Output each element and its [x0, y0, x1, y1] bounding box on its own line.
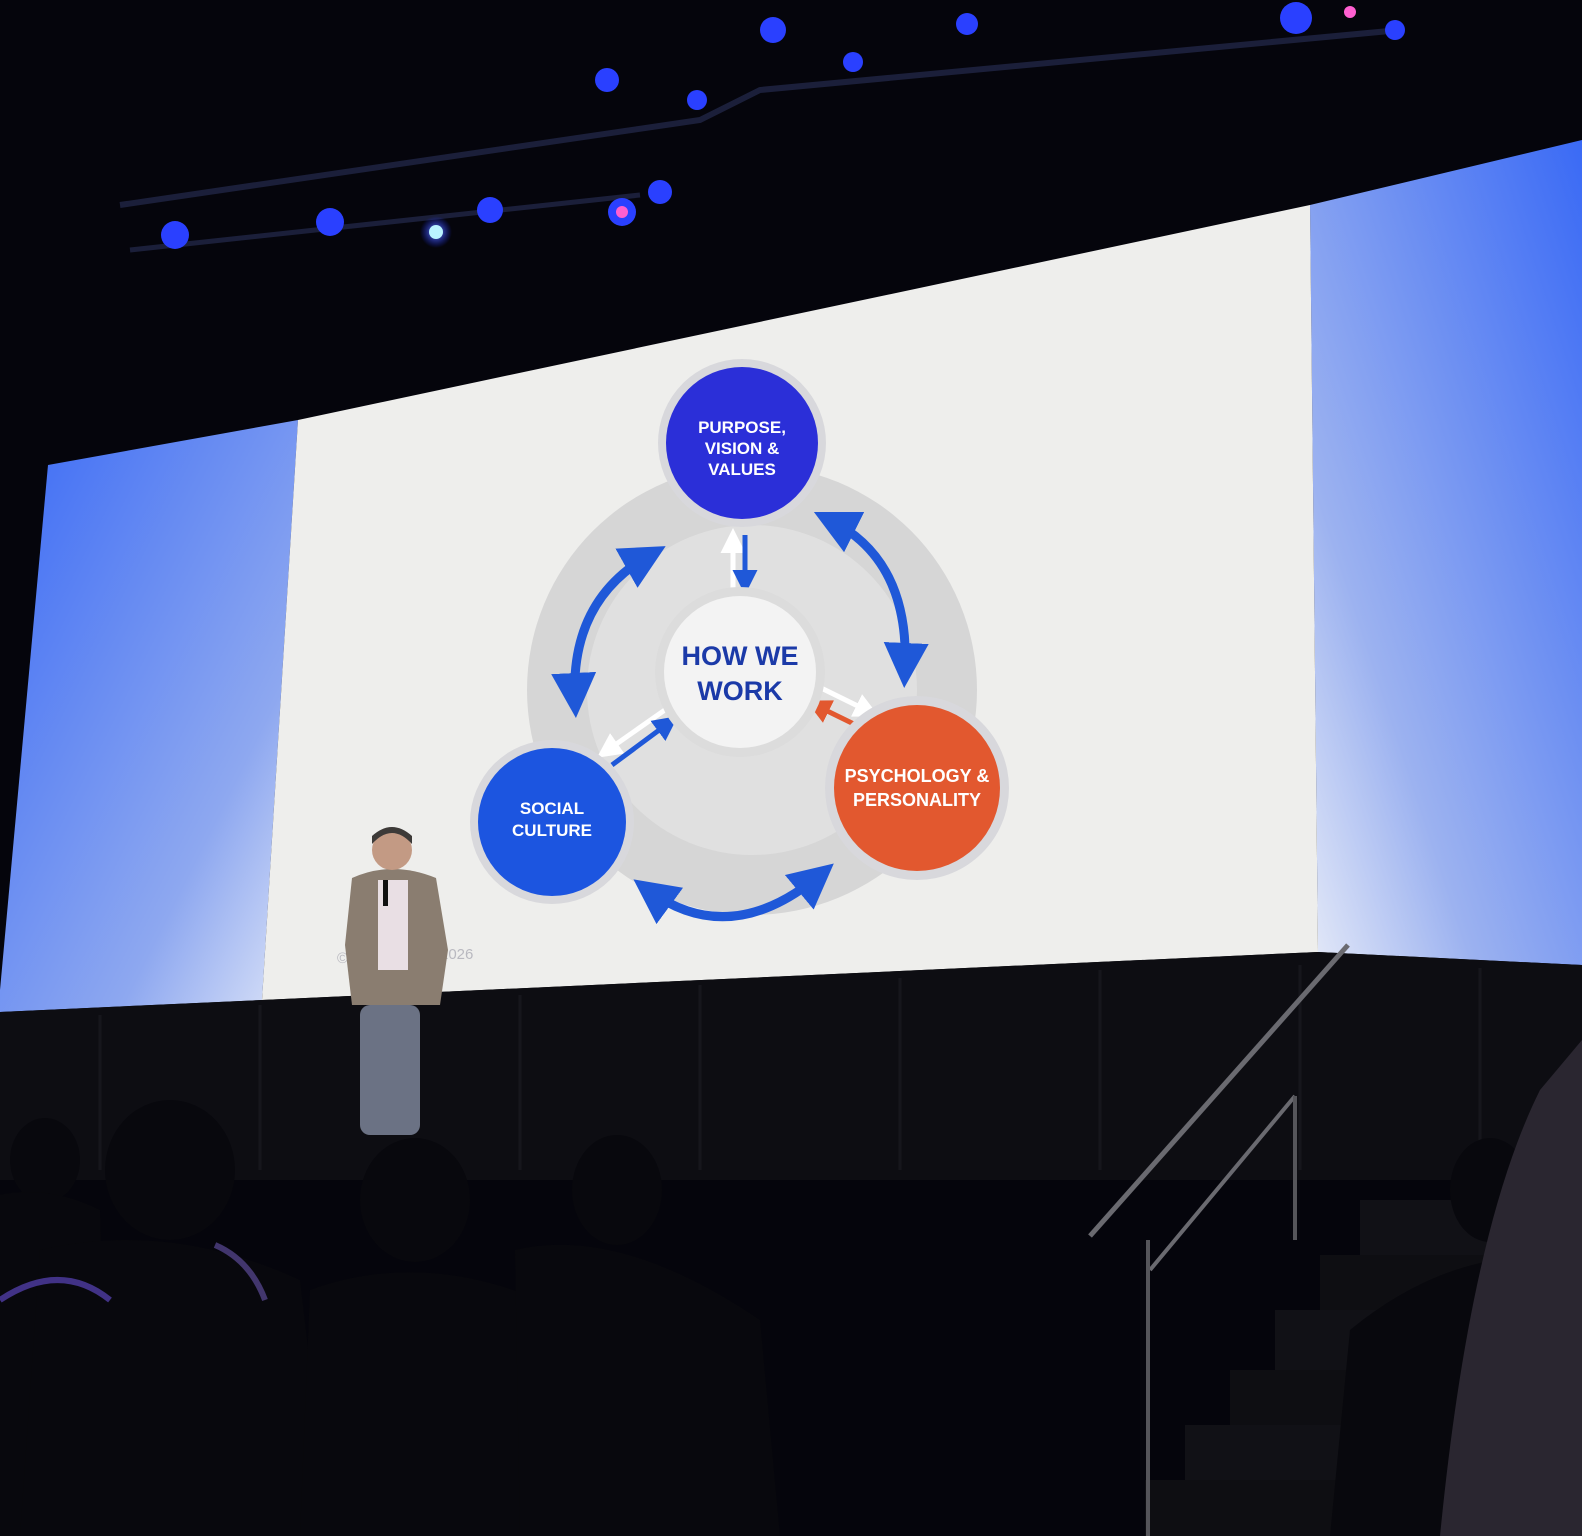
stage-light [161, 221, 189, 249]
stage-light [595, 68, 619, 92]
lighting-rig [119, 2, 1405, 253]
stage-light [429, 225, 443, 239]
right-circle-line1: PSYCHOLOGY & [845, 766, 990, 786]
how-we-work-diagram: HOW WE WORK PURPOSE, VISION & VALUES SOC… [470, 359, 1009, 925]
screen-side-panel-left [0, 420, 298, 1012]
double-arrow-icon [633, 863, 834, 925]
slide-copyright-right: 2026 [440, 946, 473, 963]
left-circle-line1: SOCIAL [520, 799, 584, 818]
center-label-line2: WORK [697, 676, 783, 706]
stage-light [687, 90, 707, 110]
right-circle [834, 705, 1000, 871]
speaker-head [372, 830, 412, 870]
double-arrow-icon [551, 546, 666, 718]
audience-rim-light [213, 1242, 268, 1302]
stage-light [616, 206, 628, 218]
screen-side-panel-right [1310, 140, 1582, 965]
top-circle-line1: PURPOSE, [698, 418, 786, 437]
arrow-icon [596, 702, 674, 758]
audience-rim-light [0, 1277, 112, 1303]
microphone-icon [383, 880, 388, 906]
stage-light [316, 208, 344, 236]
audience [0, 1040, 1582, 1536]
speaker-hair [372, 827, 412, 844]
center-circle [664, 596, 816, 748]
slide-copyright-left: © [337, 950, 348, 967]
stage-light [1385, 20, 1405, 40]
stage-light [760, 17, 786, 43]
arrow-icon [610, 716, 679, 768]
center-label-line1: HOW WE [682, 641, 799, 671]
right-circle-line2: PERSONALITY [853, 790, 981, 810]
stage-light [648, 180, 672, 204]
top-circle-line2: VISION & [705, 439, 780, 458]
speaker-trousers [360, 1005, 420, 1135]
stage-light [477, 197, 503, 223]
speaker-shirt [378, 880, 408, 970]
double-arrow-icon [813, 511, 929, 688]
top-circle-line3: VALUES [708, 460, 776, 479]
speaker [345, 827, 448, 1135]
stage-light [843, 52, 863, 72]
arrow-icon [813, 682, 879, 717]
left-circle-line2: CULTURE [512, 821, 592, 840]
left-circle [478, 748, 626, 896]
stage-light [956, 13, 978, 35]
top-circle [666, 367, 818, 519]
stage-light [1280, 2, 1312, 34]
stage-light [1344, 6, 1356, 18]
